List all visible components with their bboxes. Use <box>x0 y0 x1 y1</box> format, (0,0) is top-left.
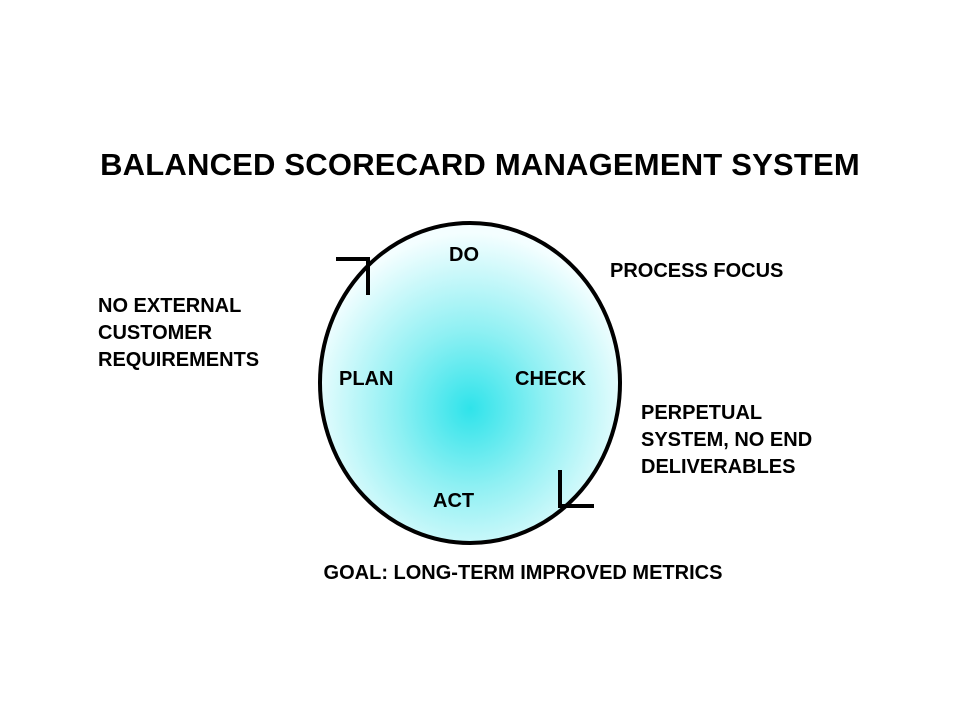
note-line: CUSTOMER <box>98 322 213 344</box>
note-line: REQUIREMENTS <box>98 349 260 371</box>
note-line: DELIVERABLES <box>641 456 796 478</box>
note-goal: GOAL: LONG-TERM IMPROVED METRICS <box>323 562 723 584</box>
note-line: NO EXTERNAL <box>98 295 242 317</box>
page-title: BALANCED SCORECARD MANAGEMENT SYSTEM <box>100 147 860 182</box>
stage-plan-label: PLAN <box>339 368 394 390</box>
cycle-ellipse <box>318 221 622 545</box>
note-perpetual-system: PERPETUAL SYSTEM, NO END DELIVERABLES <box>641 400 812 481</box>
stage-do-label: DO <box>449 244 479 266</box>
stage-act-label: ACT <box>433 490 475 512</box>
note-line: SYSTEM, NO END <box>641 429 813 451</box>
stage-check-label: CHECK <box>515 368 587 390</box>
note-no-external-requirements: NO EXTERNAL CUSTOMER REQUIREMENTS <box>98 293 259 374</box>
note-process-focus: PROCESS FOCUS <box>610 260 784 282</box>
note-line: PERPETUAL <box>641 402 763 424</box>
arrowhead-bottom-right-icon <box>558 470 594 508</box>
arrowhead-top-left-icon <box>336 257 370 295</box>
